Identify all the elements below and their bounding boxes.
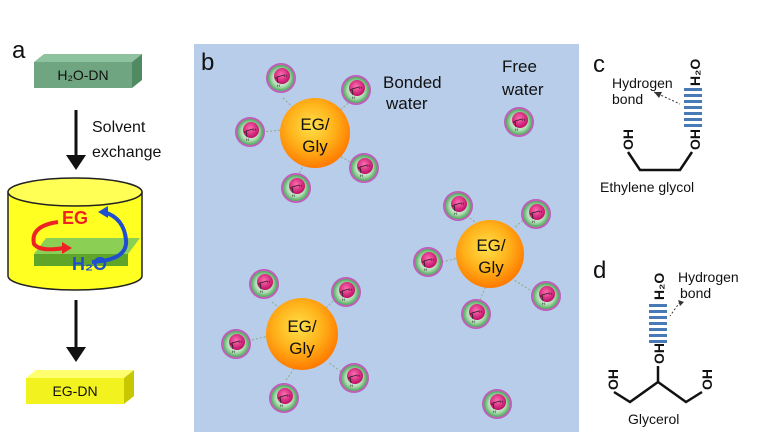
core-label-line1: EG/	[287, 317, 317, 336]
bonded-label: Bonded	[383, 73, 442, 92]
core-label-line1: EG/	[300, 115, 330, 134]
core-label-line1: EG/	[476, 236, 506, 255]
oh-label-d-right: OH	[699, 369, 715, 390]
hydrogen-bond-stripes-icon	[649, 304, 667, 343]
cluster-bottom-left: EG/ Gly	[220, 268, 370, 414]
eg-dn-label: EG-DN	[52, 383, 97, 399]
exchange-container: EG H₂O	[7, 177, 143, 291]
water-molecule-icon	[481, 388, 513, 420]
water-molecule-icon	[280, 172, 312, 204]
water-molecule-icon	[442, 190, 474, 222]
cluster-right: EG/ Gly	[412, 190, 562, 330]
water-molecule-icon	[340, 74, 372, 106]
water-molecule-icon	[520, 198, 552, 230]
hbond-label-d-2: bond	[680, 285, 711, 301]
water-molecule-icon	[530, 280, 562, 312]
eg-gly-core	[456, 220, 524, 288]
water-label: H₂O	[72, 254, 107, 274]
core-label-line2: Gly	[302, 137, 328, 156]
h2o-dn-label: H₂O-DN	[57, 67, 108, 83]
ethylene-glycol-label: Ethylene glycol	[600, 179, 694, 195]
water-molecule-icon	[503, 106, 535, 138]
eg-arrow-icon	[31, 220, 65, 252]
water-label-d: H₂O	[651, 273, 667, 300]
glycerol-skeleton	[613, 380, 703, 404]
oh-label-d-left: OH	[605, 369, 621, 390]
down-arrow-icon	[66, 110, 86, 170]
free-water-label: water	[501, 80, 544, 99]
panel-c-letter: c	[593, 51, 605, 78]
ethylene-glycol-skeleton	[626, 151, 694, 172]
cluster-top-left: EG/ Gly	[234, 62, 380, 204]
water-molecule-icon	[248, 268, 280, 300]
down-arrow-icon	[66, 300, 86, 362]
bonded-water-label: water	[385, 94, 428, 113]
oh-label-c-left: OH	[620, 129, 636, 150]
water-arrow-icon	[91, 210, 129, 264]
exchange-label: exchange	[92, 144, 161, 161]
eg-gly-core	[266, 298, 338, 370]
hbond-label-c-2: bond	[612, 91, 643, 107]
panel-d-letter: d	[593, 257, 606, 284]
eg-gly-core	[280, 98, 350, 168]
glycerol-label: Glycerol	[628, 411, 679, 427]
eg-dn-slab: EG-DN	[26, 370, 134, 404]
water-molecule-icon	[460, 298, 492, 330]
panel-c: c Hydrogen bond H₂O OH OH Ethylene glyco…	[593, 51, 703, 195]
water-label-c: H₂O	[687, 59, 703, 86]
h2o-dn-slab: H₂O-DN	[34, 54, 142, 88]
water-molecule-icon	[412, 246, 444, 278]
panel-b-letter: b	[201, 49, 214, 76]
water-molecule-icon	[234, 116, 266, 148]
panel-a-letter: a	[12, 37, 26, 64]
hbond-label-d: Hydrogen	[678, 269, 739, 285]
solvent-label: Solvent	[92, 119, 146, 136]
water-molecule-icon	[338, 362, 370, 394]
oh-label-d-middle: OH	[651, 343, 667, 364]
water-molecule-icon	[220, 328, 252, 360]
core-label-line2: Gly	[289, 339, 315, 358]
water-molecule-icon	[330, 276, 362, 308]
panel-a: a H₂O-DN Solvent exchange	[7, 37, 161, 404]
eg-label: EG	[62, 208, 88, 228]
hydrogen-bond-stripes-icon	[684, 88, 702, 127]
panel-b: b Bonded water Free water EG/ Gly	[194, 44, 579, 432]
water-molecule-icon	[268, 382, 300, 414]
free-label: Free	[502, 57, 537, 76]
hbond-label-c: Hydrogen	[612, 75, 673, 91]
oh-label-c-right: OH	[687, 129, 703, 150]
panel-d: d Hydrogen bond H₂O OH OH OH Glycerol	[593, 257, 739, 427]
water-molecule-icon	[265, 62, 297, 94]
water-molecule-icon	[348, 152, 380, 184]
core-label-line2: Gly	[478, 258, 504, 277]
